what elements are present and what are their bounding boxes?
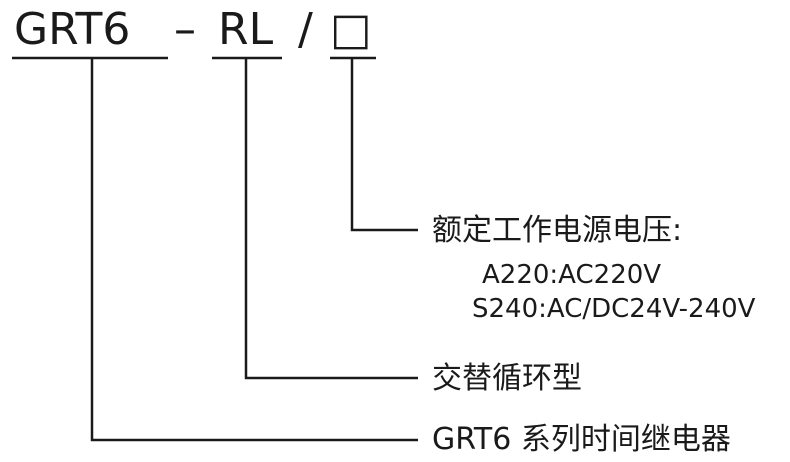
voltage-leader-line [350, 58, 418, 232]
type-code: RL [218, 4, 274, 55]
voltage-placeholder-box: □ [330, 4, 372, 55]
type-leader-line [244, 58, 418, 380]
series-callout-title: GRT6 系列时间继电器 [432, 422, 731, 457]
series-leader-line [90, 58, 418, 442]
voltage-option-s240: S240:AC/DC24V-240V [472, 294, 756, 324]
slash-separator: / [298, 4, 313, 55]
series-code: GRT6 [14, 4, 131, 55]
type-callout-title: 交替循环型 [432, 361, 582, 396]
dash-separator: – [174, 4, 196, 55]
voltage-option-a220: A220:AC220V [482, 260, 662, 290]
voltage-callout-title: 额定工作电源电压: [432, 213, 683, 248]
